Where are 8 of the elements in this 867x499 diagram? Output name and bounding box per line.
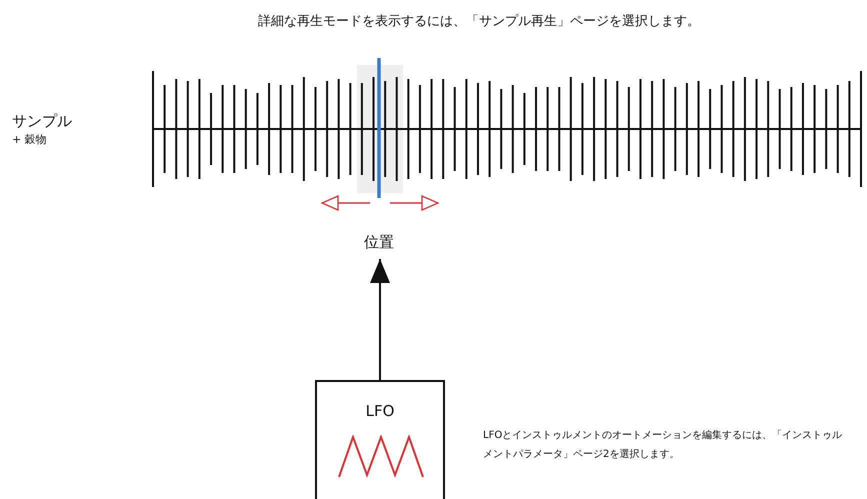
lfo-box: [315, 380, 445, 499]
waveform-sublabel: + 穀物: [12, 132, 47, 147]
arrow: [370, 259, 390, 380]
note-text: LFOとインストゥルメントのオートメーションを編集するには、「インストゥルメントパラメータ」ページ2を選択します。: [483, 428, 843, 462]
node-label: 位置: [363, 232, 395, 253]
node-label: LFO: [364, 402, 396, 420]
note-text: 詳細な再生モードを表示するには、「サンプル再生」ページを選択します。: [258, 13, 700, 30]
waveform-label: サンプル: [12, 112, 72, 131]
